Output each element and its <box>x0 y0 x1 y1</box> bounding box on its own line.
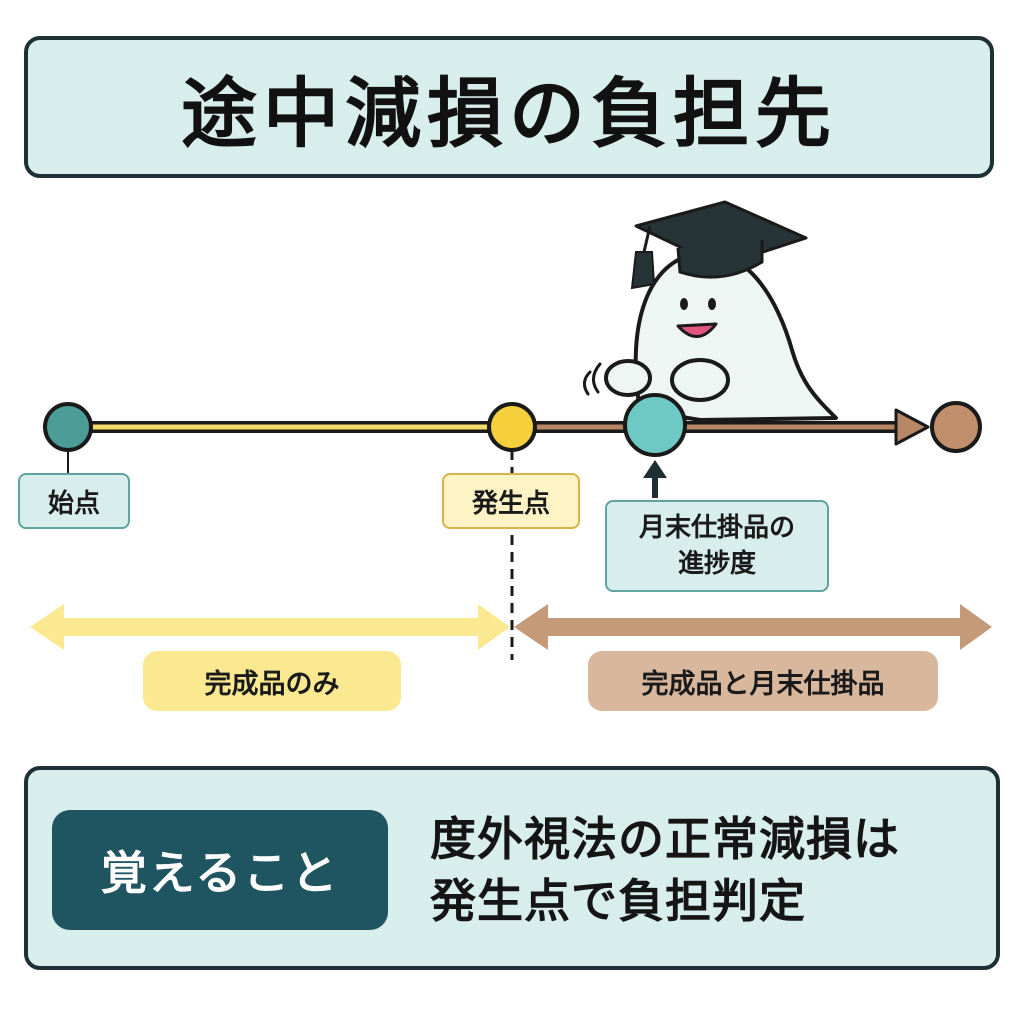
memo-line-1: 度外視法の正常減損は <box>430 812 900 866</box>
arrow-up-icon <box>643 460 667 498</box>
range-label-after: 完成品と月末仕掛品 <box>588 651 938 711</box>
graduation-cap-icon <box>630 200 808 290</box>
start-node <box>43 402 93 452</box>
memo-line-2: 発生点で負担判定 <box>430 874 806 928</box>
mascot-ghost-icon <box>583 250 838 422</box>
memo-text: 度外視法の正常減損は 発生点で負担判定 <box>430 808 990 932</box>
occurrence-label: 発生点 <box>442 473 580 529</box>
timeline-arrowhead <box>894 408 930 446</box>
progress-node <box>623 393 687 457</box>
timeline-diagram <box>30 200 992 660</box>
progress-label-line2: 進捗度 <box>677 549 756 579</box>
end-node <box>930 401 982 453</box>
memo-panel: 覚えること 度外視法の正常減損は 発生点で負担判定 <box>24 766 1000 970</box>
progress-label: 月末仕掛品の 進捗度 <box>605 500 829 592</box>
page-title: 途中減損の負担先 <box>181 69 837 158</box>
range-label-before: 完成品のみ <box>143 651 401 711</box>
start-label: 始点 <box>18 473 130 529</box>
range-arrow-after <box>514 604 992 650</box>
title-panel: 途中減損の負担先 <box>24 36 994 178</box>
range-arrow-before <box>30 604 510 650</box>
memo-tag: 覚えること <box>52 810 388 930</box>
progress-label-line1: 月末仕掛品の <box>638 513 795 543</box>
occurrence-node <box>487 402 537 452</box>
